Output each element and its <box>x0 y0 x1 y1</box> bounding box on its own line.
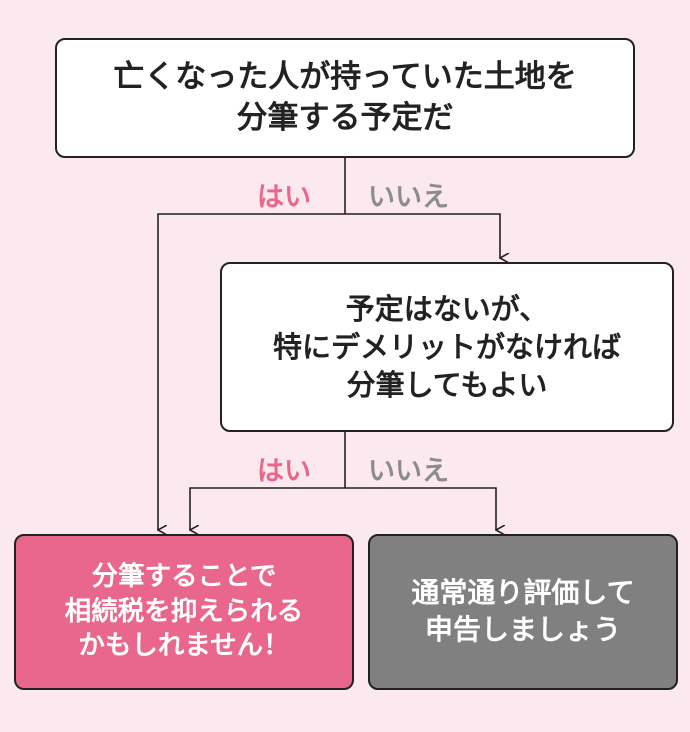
branch-1-yes-label: はい <box>257 182 311 213</box>
question-1-line-2: 分筆する予定だ <box>236 100 454 136</box>
question-2-line-2: 特にデメリットがなければ <box>272 329 621 364</box>
result-yes-line-1: 分筆することで <box>91 560 277 592</box>
result-yes-box: 分筆することで 相続税を抑えられる かもしれません！ <box>14 534 354 690</box>
branch-1-no-label: いいえ <box>368 182 449 213</box>
arrow-q1-yes <box>158 213 345 530</box>
arrow-q1-no <box>345 213 500 258</box>
question-2-line-1: 予定はないが、 <box>345 291 549 326</box>
result-no-line-1: 通常通り評価して <box>411 576 635 610</box>
branch-2-yes-label: はい <box>257 456 311 487</box>
result-yes-line-3: かもしれません！ <box>78 630 290 662</box>
result-no-box: 通常通り評価して 申告しましょう <box>368 534 678 690</box>
result-no-line-2: 申告しましょう <box>424 613 621 646</box>
question-1-box: 亡くなった人が持っていた土地を 分筆する予定だ <box>55 38 635 158</box>
result-yes-line-2: 相続税を抑えられる <box>64 595 304 627</box>
question-1-line-1: 亡くなった人が持っていた土地を <box>113 59 577 96</box>
question-2-line-3: 分筆してもよい <box>346 368 548 403</box>
arrow-q2-no <box>345 487 496 530</box>
arrow-q2-yes <box>190 487 345 530</box>
branch-2-no-label: いいえ <box>368 456 449 487</box>
question-2-box: 予定はないが、 特にデメリットがなければ 分筆してもよい <box>220 262 674 432</box>
